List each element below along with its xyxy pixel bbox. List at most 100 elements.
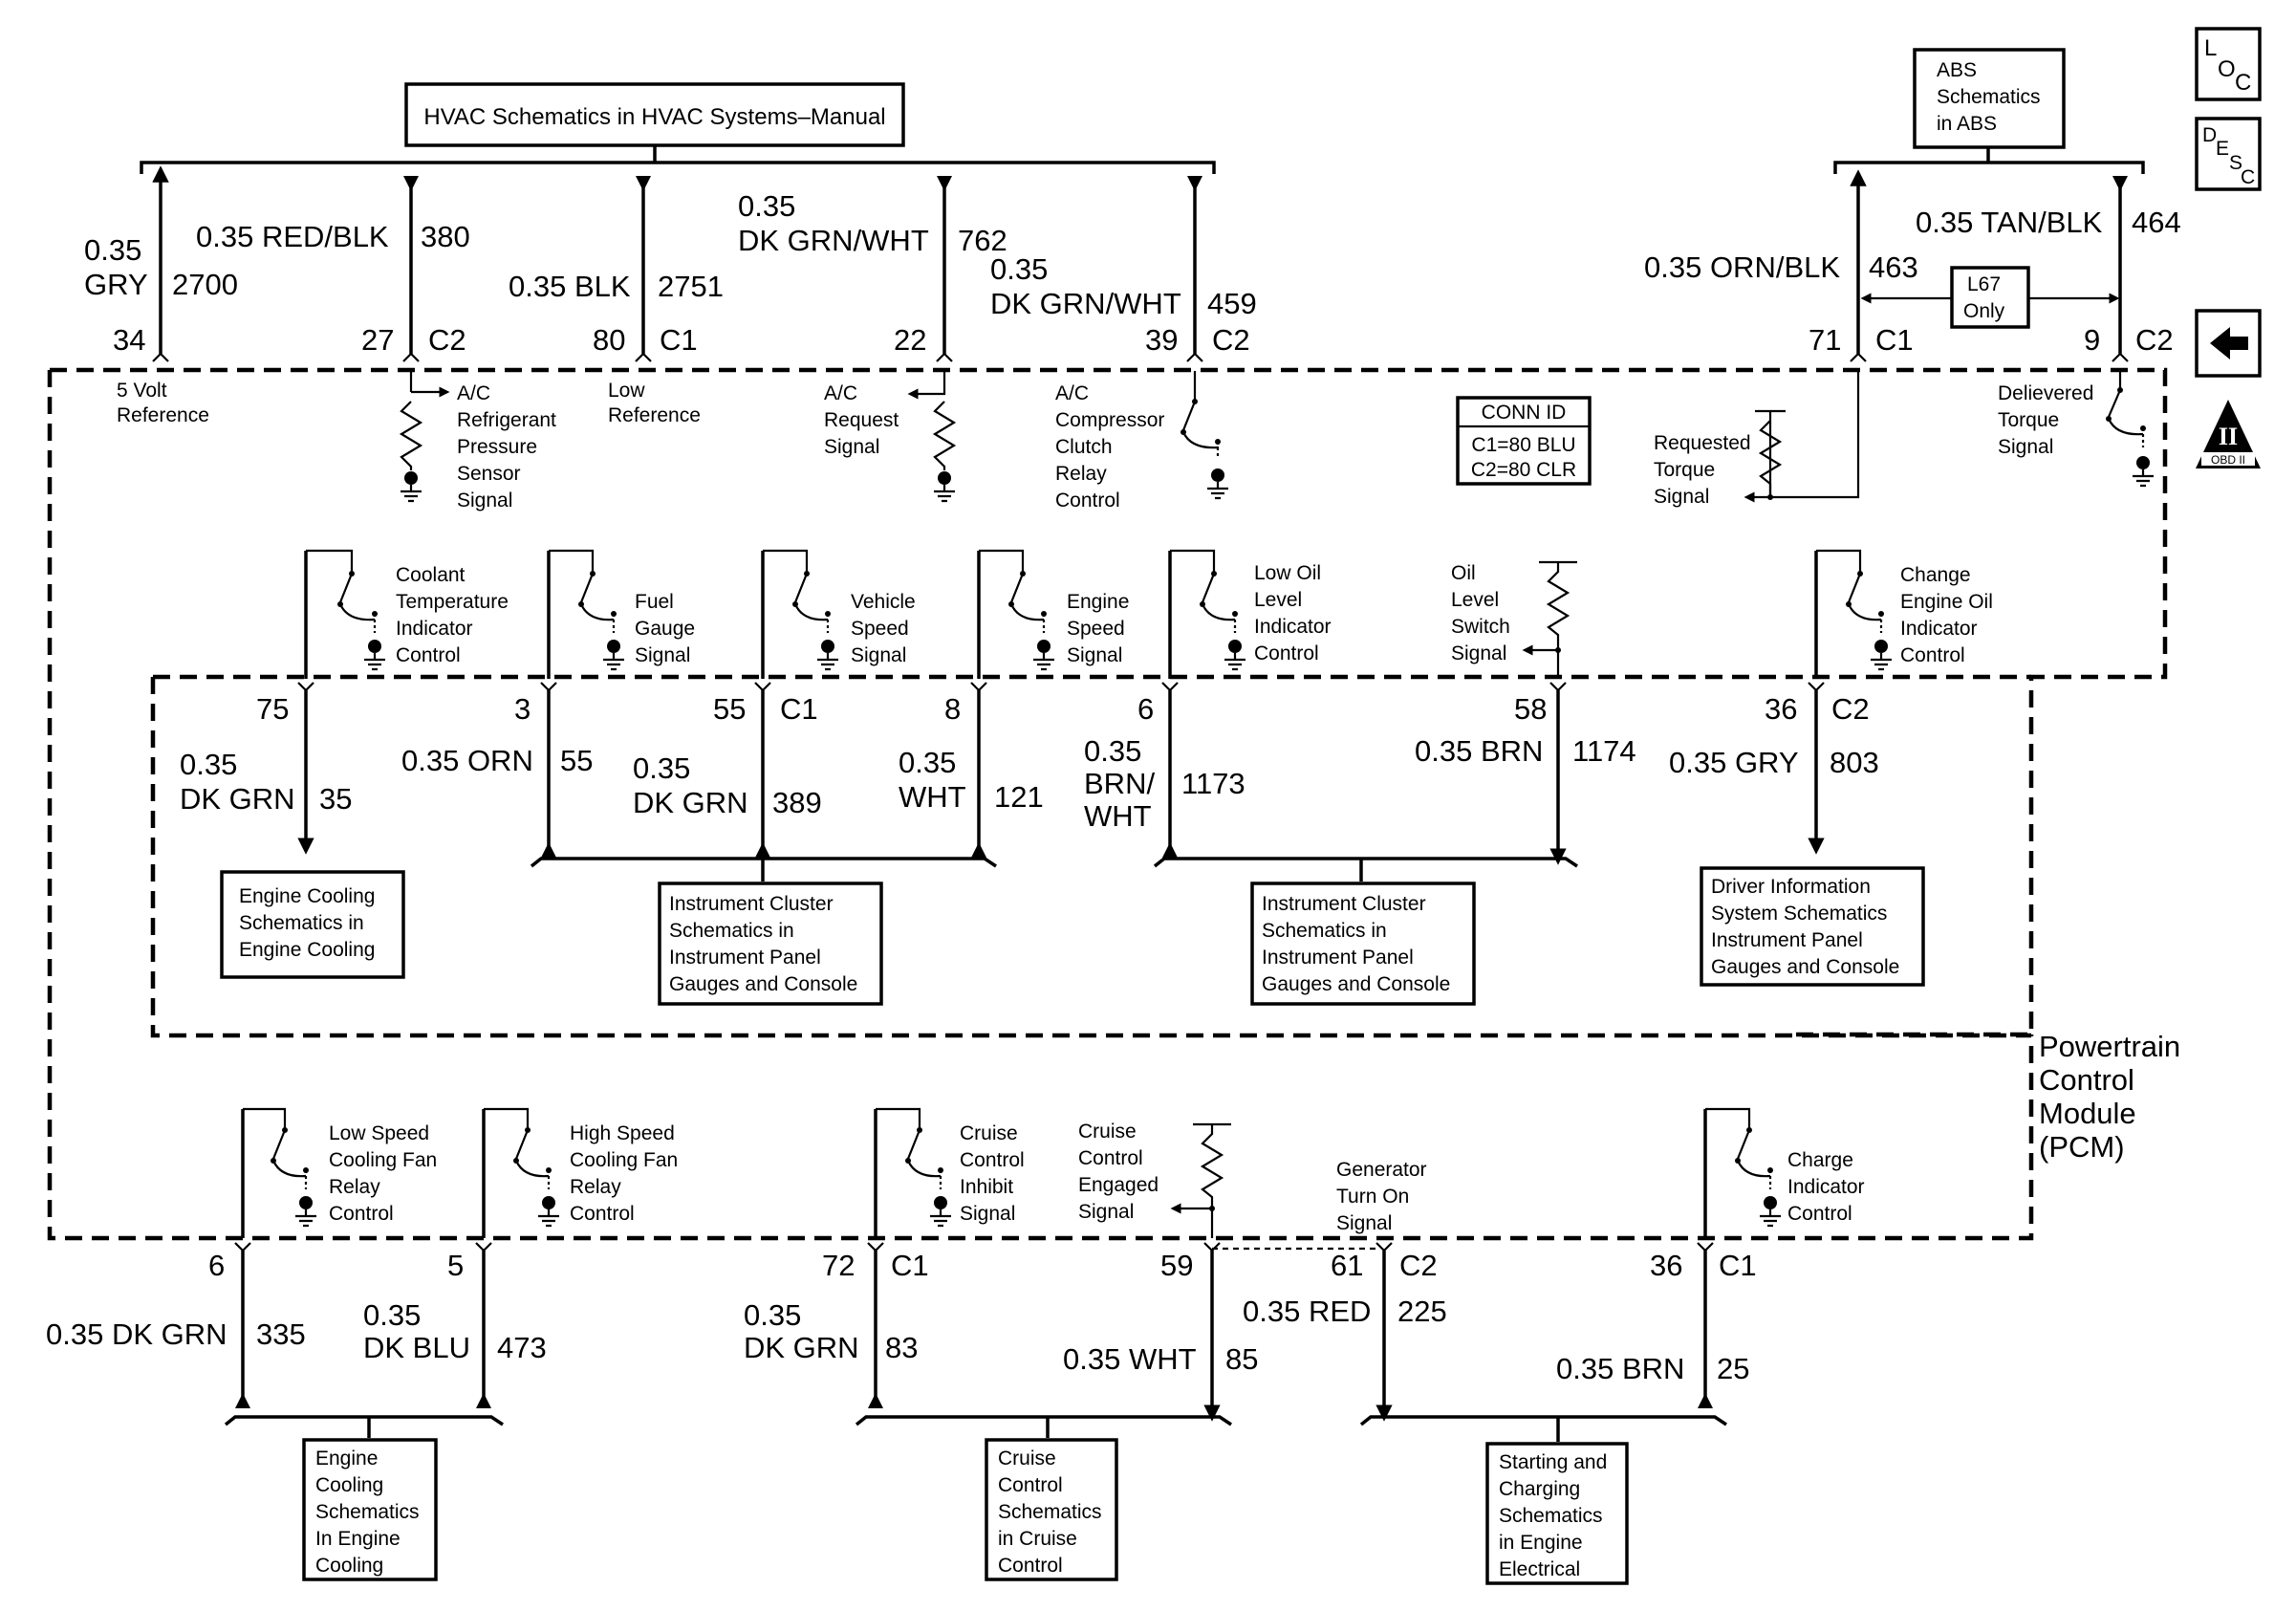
svg-text:225: 225 (1397, 1295, 1447, 1328)
instrument-cluster-ref-2[interactable]: Instrument Cluster Schematics in Instrum… (1250, 882, 1476, 1006)
svg-text:DK BLU: DK BLU (363, 1331, 470, 1364)
svg-text:C1: C1 (891, 1249, 929, 1282)
svg-text:O: O (2218, 56, 2236, 82)
svg-text:25: 25 (1717, 1352, 1749, 1385)
svg-text:75: 75 (256, 692, 289, 726)
svg-text:1174: 1174 (1572, 734, 1636, 768)
obd-ii-icon[interactable]: II OBD II (2196, 400, 2261, 468)
svg-text:D: D (2202, 124, 2217, 146)
engine-cooling-ref-1[interactable]: Engine Cooling Schematics in Engine Cool… (220, 870, 405, 979)
svg-text:L67 Only: L67 Only (1963, 273, 2006, 322)
svg-text:Fuel Gauge Signal: Fuel Gauge Signal (635, 591, 701, 666)
svg-text:1173: 1173 (1181, 767, 1245, 800)
svg-text:Low Oil Level Indi: Low Oil Level Indicator Control (1254, 562, 1336, 664)
svg-text:72: 72 (822, 1249, 855, 1282)
abs-reference-box[interactable]: ABS Schematics in ABS (1913, 48, 2066, 149)
svg-text:DK GRN: DK GRN (180, 782, 295, 816)
wire-121: Engine Speed Signal 8 0.35 WHT 121 (899, 549, 1135, 858)
svg-text:Engine Speed Signa: Engine Speed Signal (1067, 591, 1135, 666)
wire-2700: 0.35 GRY 2700 34 5 Volt Reference (84, 165, 238, 426)
svg-text:121: 121 (994, 780, 1044, 814)
svg-text:36: 36 (1765, 692, 1797, 726)
svg-text:0.35 BRN: 0.35 BRN (1556, 1352, 1684, 1385)
svg-text:BRN/: BRN/ (1084, 767, 1155, 800)
hvac-reference-box[interactable]: HVAC Schematics in HVAC Systems–Manual (404, 82, 905, 147)
svg-text:473: 473 (497, 1331, 547, 1364)
cruise-control-ref[interactable]: Cruise Control Schematics in Cruise Cont… (985, 1438, 1118, 1581)
svg-text:ABS Schematics in: ABS Schematics in ABS (1937, 59, 2046, 135)
svg-text:0.35: 0.35 (744, 1298, 801, 1332)
svg-text:6: 6 (208, 1249, 225, 1282)
svg-text:0.35: 0.35 (899, 746, 956, 779)
svg-text:OBD II: OBD II (2211, 453, 2245, 467)
l67-only-box: L67 Only (1860, 266, 2120, 329)
svg-text:High Speed Cooling Fan: High Speed Cooling Fan Relay Control (570, 1122, 683, 1225)
svg-text:0.35 TAN/BLK: 0.35 TAN/BLK (1916, 206, 2103, 239)
instrument-cluster-ref-1[interactable]: Instrument Cluster Schematics in Instrum… (658, 882, 883, 1006)
svg-text:0.35 GRY: 0.35 GRY (1669, 746, 1799, 779)
wire-463: 0.35 ORN/BLK 463 71 C1 Requested Torque … (1644, 169, 1918, 508)
svg-text:Starting and Charging: Starting and Charging Schematics in Engi… (1499, 1451, 1613, 1580)
svg-text:Cruise Control Inh: Cruise Control Inhibit Signal (960, 1122, 1030, 1225)
desc-icon[interactable]: D E S C (2195, 117, 2262, 191)
svg-text:5: 5 (447, 1249, 464, 1282)
svg-text:803: 803 (1830, 746, 1879, 779)
svg-text:389: 389 (772, 786, 822, 819)
wire-55: Fuel Gauge Signal 3 0.35 ORN 55 (401, 549, 701, 858)
svg-text:CONN ID: CONN ID (1482, 402, 1567, 424)
svg-text:C1: C1 (1719, 1249, 1757, 1282)
svg-text:A/C Refrigerant Pr: A/C Refrigerant Pressure Sensor Signal (457, 382, 562, 512)
wire-335: Low Speed Cooling Fan Relay Control 6 0.… (46, 1107, 443, 1408)
svg-text:Change Engine Oil: Change Engine Oil Indicator Control (1900, 564, 1999, 666)
svg-text:II: II (2219, 423, 2238, 450)
svg-text:335: 335 (256, 1317, 306, 1351)
svg-text:762: 762 (958, 224, 1007, 257)
svg-text:0.35 DK GRN: 0.35 DK GRN (46, 1317, 227, 1351)
driver-info-ref[interactable]: Driver Information System Schematics Ins… (1700, 866, 1925, 987)
svg-text:0.35 RED: 0.35 RED (1243, 1295, 1371, 1328)
svg-text:8: 8 (944, 692, 961, 726)
svg-text:WHT: WHT (1084, 799, 1152, 833)
svg-text:3: 3 (514, 692, 531, 726)
svg-text:Oil Level Switch: Oil Level Switch Signal (1451, 562, 1516, 664)
svg-text:464: 464 (2132, 206, 2181, 239)
svg-text:GRY: GRY (84, 268, 148, 301)
svg-text:0.35: 0.35 (738, 189, 795, 223)
svg-text:HVAC Schematics in HVAC System: HVAC Schematics in HVAC Systems–Manual (423, 104, 885, 130)
svg-text:C2: C2 (428, 323, 466, 357)
svg-text:380: 380 (421, 220, 470, 253)
svg-text:C1=80 BLU: C1=80 BLU (1471, 434, 1575, 456)
svg-text:Low Reference: Low Reference (608, 380, 701, 426)
svg-text:2751: 2751 (658, 270, 724, 303)
wire-473: High Speed Cooling Fan Relay Control 5 0… (363, 1107, 683, 1408)
svg-text:Vehicle Speed Sign: Vehicle Speed Signal (851, 591, 921, 666)
svg-text:C1: C1 (660, 323, 698, 357)
svg-text:0.35 WHT: 0.35 WHT (1063, 1342, 1197, 1376)
back-arrow-icon[interactable] (2195, 309, 2262, 378)
svg-text:459: 459 (1207, 287, 1257, 320)
svg-text:0.35: 0.35 (990, 252, 1048, 286)
svg-text:71: 71 (1809, 323, 1841, 357)
svg-text:Driver Information Syste: Driver Information System Schematics Ins… (1711, 876, 1899, 978)
wire-459: 0.35 DK GRN/WHT 459 39 C2 A/C Compressor… (990, 176, 1257, 512)
wire-1174: Oil Level Switch Signal 58 0.35 BRN 1174 (1415, 560, 1636, 865)
engine-cooling-ref-2[interactable]: Engine Cooling Schematics In Engine Cool… (302, 1438, 438, 1581)
svg-text:C2=80 CLR: C2=80 CLR (1471, 459, 1576, 481)
svg-text:55: 55 (713, 692, 746, 726)
svg-text:80: 80 (593, 323, 625, 357)
svg-text:Engine Cooling Sch: Engine Cooling Schematics In Engine Cool… (315, 1448, 424, 1577)
svg-text:34: 34 (113, 323, 145, 357)
starting-charging-ref[interactable]: Starting and Charging Schematics in Engi… (1485, 1442, 1629, 1585)
loc-icon[interactable]: L O C (2195, 27, 2262, 101)
wire-464: 0.35 TAN/BLK 464 9 C2 Delievered Torque … (1916, 176, 2181, 488)
svg-text:36: 36 (1650, 1249, 1682, 1282)
svg-text:22: 22 (894, 323, 926, 357)
wire-389: Vehicle Speed Signal 55 C1 0.35 DK GRN 3… (633, 549, 921, 858)
wire-25: Charge Indicator Control 36 C1 0.35 BRN … (1556, 1107, 1865, 1408)
svg-text:Low Speed Cooling Fan: Low Speed Cooling Fan Relay Control (329, 1122, 443, 1225)
svg-text:463: 463 (1869, 250, 1918, 284)
svg-text:Engine Cooling Schematic: Engine Cooling Schematics in Engine Cool… (239, 885, 380, 961)
svg-text:S: S (2229, 152, 2242, 174)
svg-text:Instrument Cluster Schem: Instrument Cluster Schematics in Instrum… (669, 893, 857, 995)
